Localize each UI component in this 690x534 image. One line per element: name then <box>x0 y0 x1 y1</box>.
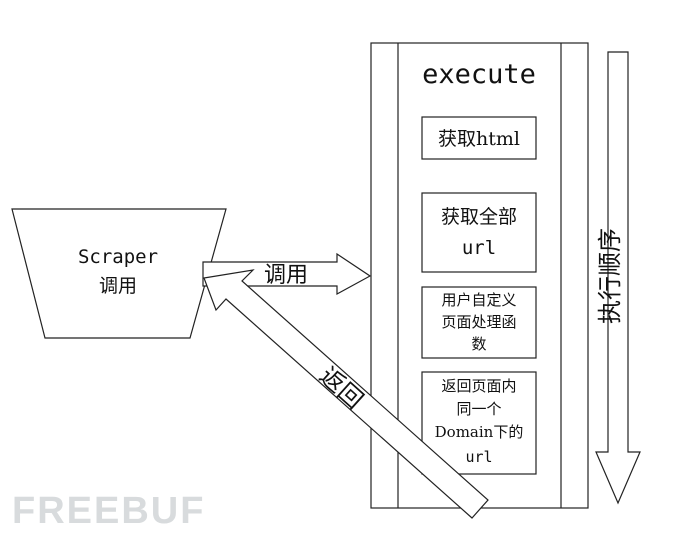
step-line: 页面处理函 <box>441 313 516 331</box>
scraper-label: Scraper <box>78 246 158 268</box>
step-box <box>421 116 537 160</box>
execute-title: execute <box>422 59 536 90</box>
freebuf-watermark: FREEBUF <box>12 490 205 532</box>
step-line: 用户自定义 <box>441 291 516 309</box>
return-arrow-shape <box>203 269 489 519</box>
step-line: 获取全部 <box>441 206 517 228</box>
step-line: 返回页面内 <box>441 377 516 395</box>
order-arrow-label: 执行顺序 <box>596 228 624 324</box>
step-line: 数 <box>471 335 486 353</box>
step-line: url <box>462 237 496 259</box>
call-arrow-label: 调用 <box>264 263 308 288</box>
step-box <box>421 192 537 273</box>
scraper-shape <box>11 208 227 339</box>
watermark-logo: FREEBUF <box>12 490 205 532</box>
execution-order-arrow: 执行顺序 <box>595 51 641 505</box>
step-return-urls: 返回页面内 同一个 Domain下的 url <box>421 371 537 475</box>
step-line: url <box>465 448 492 466</box>
step-line: 同一个 <box>456 400 501 418</box>
step-get-html: 获取html <box>421 116 537 160</box>
step-box <box>421 286 537 359</box>
step-get-all-urls: 获取全部 url <box>421 192 537 273</box>
step-line: 获取html <box>438 128 520 150</box>
scraper-node: Scraper 调用 <box>11 208 227 339</box>
scraper-sublabel: 调用 <box>99 275 137 297</box>
step-line: Domain下的 <box>435 423 524 441</box>
step-box <box>421 371 537 475</box>
step-user-handler: 用户自定义 页面处理函 数 <box>421 286 537 359</box>
order-arrow-shape <box>595 51 641 505</box>
